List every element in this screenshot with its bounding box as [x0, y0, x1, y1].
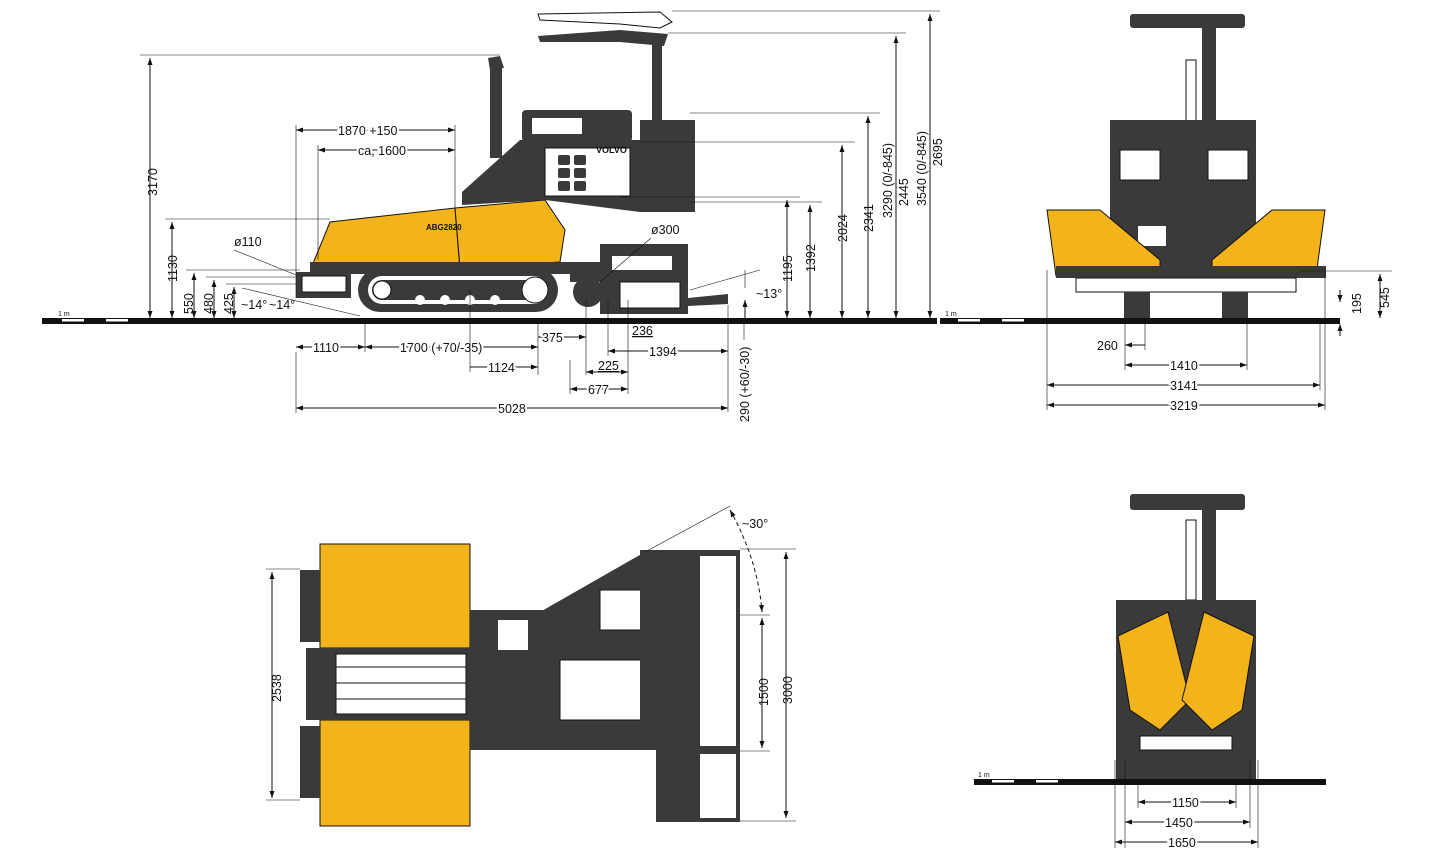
roof-lower [538, 30, 668, 46]
dim-480: 480 [202, 293, 216, 314]
brand-label: VOLVO [596, 145, 627, 155]
diameter-300: ø300 [651, 223, 680, 237]
dim-1124: 1124 [488, 361, 515, 375]
dim-1450: 1450 [1165, 816, 1193, 830]
top-hopper-upper [319, 543, 471, 649]
model-label: ABG2820 [426, 223, 462, 232]
scale-bar: 1 m [58, 311, 128, 322]
dim-3290: 3290 (0/-845) [881, 143, 895, 218]
dim-1392: 1392 [804, 244, 818, 272]
crawler-track [358, 268, 558, 312]
side-annotations: ~14° ~14° ~13° ø110 ø300 [233, 223, 782, 317]
auger [573, 277, 603, 307]
dim-3170: 3170 [146, 168, 160, 196]
dim-290: 290 (+60/-30) [738, 347, 752, 422]
dim-1195: 1195 [781, 255, 795, 282]
dim-1110: 1110 [313, 341, 339, 355]
dim-545: 545 [1378, 287, 1392, 308]
front-roof [1130, 494, 1245, 510]
front-scale-label: 1 m [978, 772, 990, 779]
roof-upper [537, 11, 673, 29]
dim-1500: 1500 [757, 678, 771, 706]
top-hopper-lower [319, 719, 471, 827]
front-view: 1 m 1150 1450 1650 [974, 494, 1326, 852]
angle-13: ~13° [756, 287, 782, 301]
dim-3141: 3141 [1170, 379, 1198, 393]
dim-2024: 2024 [836, 214, 850, 242]
dim-5028: 5028 [498, 402, 526, 416]
angle-14-left: ~14° [241, 298, 267, 312]
dim-1650: 1650 [1168, 836, 1196, 850]
exhaust-pipe [490, 68, 502, 158]
dim-1394: 1394 [649, 345, 677, 359]
side-view: 1 m ABG2820 VOLVO [42, 10, 945, 422]
dim-260: 260 [1097, 339, 1118, 353]
dim-2538: 2538 [270, 674, 284, 702]
rear-view: 1 m 260 1410 3141 3219 195 545 [940, 14, 1392, 415]
dim-1870: 1870 +150 [338, 124, 397, 138]
dim-236: 236 [632, 324, 653, 338]
dim-375: 375 [542, 331, 563, 345]
dim-1600: ca, 1600 [358, 144, 406, 158]
dim-1700: 1700 (+70/-35) [400, 341, 482, 355]
side-vertical-dimensions: 3170 1130 550 480 425 1195 1392 2024 [140, 10, 945, 318]
scale-label: 1 m [58, 311, 70, 318]
dim-550: 550 [182, 293, 196, 314]
dim-3219: 3219 [1170, 399, 1198, 413]
dim-425: 425 [222, 293, 236, 314]
side-horizontal-dimensions: 1870 +150 ca, 1600 1110 1700 (+70/-35) 3… [295, 122, 752, 422]
front-hopper-right [1181, 611, 1255, 731]
dim-2695: 2695 [931, 138, 945, 166]
dim-1410: 1410 [1170, 359, 1198, 373]
rear-scale-label: 1 m [945, 311, 957, 318]
hopper [311, 207, 461, 271]
top-view: 2538 1500 3000 ~30° [266, 505, 796, 827]
dim-225: 225 [598, 359, 619, 373]
rear-roof [1130, 14, 1245, 28]
dim-2341: 2341 [862, 204, 876, 232]
front-ground [974, 779, 1326, 785]
front-hopper-left [1117, 611, 1191, 731]
rear-ground [940, 318, 1340, 324]
dim-195: 195 [1350, 293, 1364, 314]
angle-14-right: ~14° [269, 298, 295, 312]
dim-2445: 2445 [897, 178, 911, 206]
angle-30: ~30° [742, 517, 768, 531]
dim-1130: 1130 [166, 255, 180, 282]
ground-line [42, 318, 937, 324]
dim-677: 677 [588, 383, 609, 397]
dim-3000: 3000 [781, 676, 795, 704]
chassis [310, 262, 570, 274]
diameter-110: ø110 [234, 235, 262, 249]
dim-1150: 1150 [1172, 796, 1199, 810]
dim-3540: 3540 (0/-845) [915, 131, 929, 206]
